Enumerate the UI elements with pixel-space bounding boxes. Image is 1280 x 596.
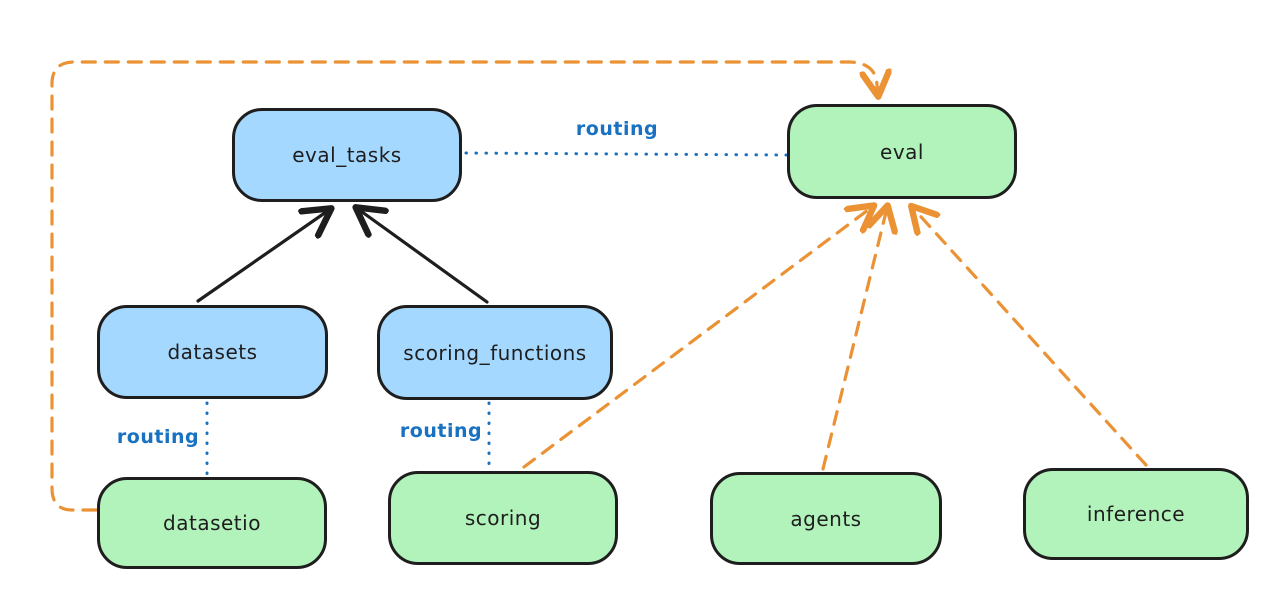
node-scoring-label: scoring <box>464 506 542 530</box>
node-scoring-functions-label: scoring_functions <box>403 340 587 365</box>
node-agents-label: agents <box>790 506 862 531</box>
node-datasets-label: datasets <box>167 340 258 364</box>
edge-scoring-functions-to-eval-tasks <box>358 209 489 304</box>
node-datasets: datasets <box>97 305 328 399</box>
node-scoring: scoring <box>388 471 618 565</box>
edge-eval-tasks-to-eval-dotted <box>464 151 788 157</box>
node-datasetio: datasetio <box>97 477 327 569</box>
edge-inference-to-eval <box>913 208 1148 467</box>
node-datasetio-label: datasetio <box>163 511 261 535</box>
edge-agents-to-eval <box>821 208 887 471</box>
node-inference-label: inference <box>1086 502 1186 526</box>
node-inference: inference <box>1023 468 1249 560</box>
node-eval: eval <box>787 104 1017 199</box>
node-eval-tasks: eval_tasks <box>232 108 462 202</box>
edge-label-routing-eval-tasks-eval: routing <box>575 118 659 140</box>
edge-scoring-to-eval <box>522 207 872 469</box>
node-scoring-functions: scoring_functions <box>377 305 613 400</box>
node-agents: agents <box>710 472 942 565</box>
node-eval-label: eval <box>880 139 924 164</box>
edge-datasets-to-eval-tasks <box>196 210 329 303</box>
edge-datasetio-to-eval-loop <box>50 60 878 512</box>
edge-label-routing-datasets-datasetio: routing <box>116 426 200 448</box>
edge-label-routing-scoring-functions-scoring: routing <box>399 420 483 442</box>
node-eval-tasks-label: eval_tasks <box>292 143 402 167</box>
